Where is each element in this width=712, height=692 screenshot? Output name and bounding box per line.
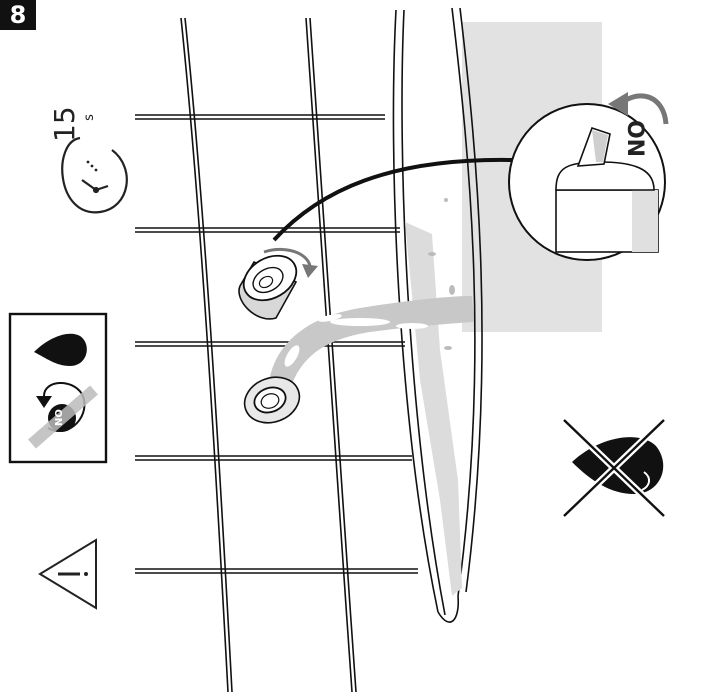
instruction-on-label: ON [51,409,63,426]
switch-zoom-callout [508,103,666,261]
warning-triangle-icon [38,538,97,610]
no-water-icon [561,417,667,519]
switch-arrow-head [608,92,628,116]
water-splash-drops [428,198,455,350]
switch-on-label: ON [622,119,648,158]
tile-grid [135,17,418,692]
callout-leader-line [272,157,513,242]
step-number-badge: 8 [0,0,36,30]
bathtub-rim [392,7,483,623]
clock-icon [61,136,128,214]
knob-arrow-head [302,264,318,278]
timer-unit: s [81,114,97,121]
crossed-switch-arrow-head [36,396,52,408]
tub-interior-shade [405,222,462,596]
water-drop-icon [34,333,87,366]
control-knob [238,254,298,320]
tub-spout [243,376,301,424]
crossed-switch-icon [28,385,98,449]
timer-dots [86,160,98,172]
water-highlights [284,314,428,367]
timer-value: 15 [48,106,81,142]
